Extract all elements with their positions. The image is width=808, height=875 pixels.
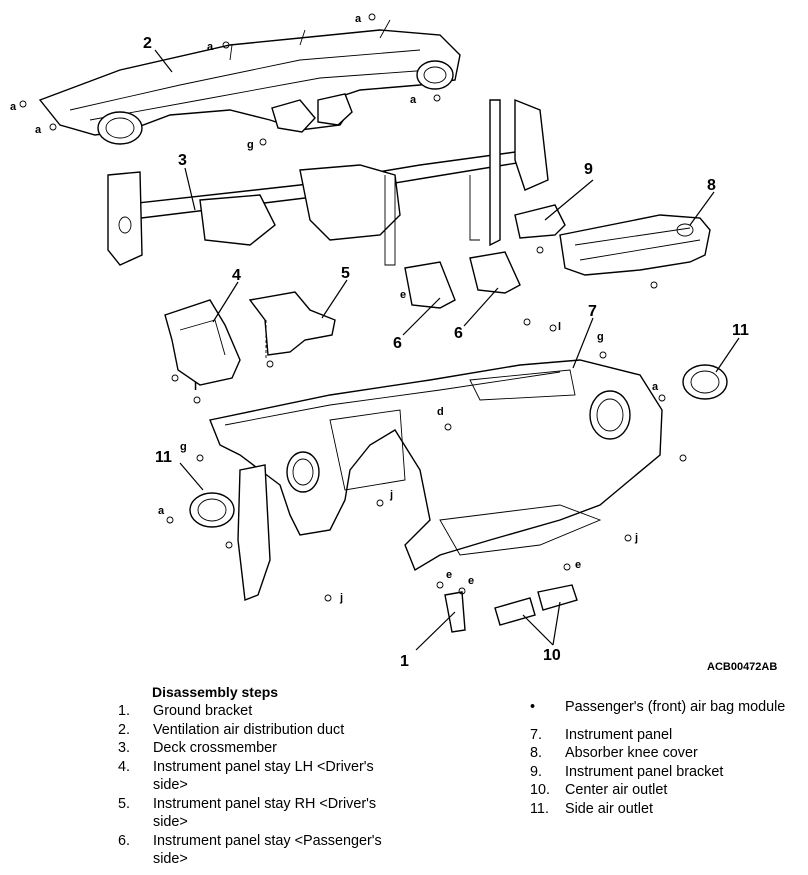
step-text: Center air outlet	[565, 782, 668, 798]
step-text: Instrument panel	[565, 726, 673, 743]
instrument-panel-stay-lh-part	[164, 299, 241, 386]
list-item: 2. Ventilation air distribution duct	[118, 721, 393, 740]
fastener-label: g	[180, 441, 187, 453]
list-item: 1. Ground bracket	[118, 702, 393, 721]
step-number: 7.	[530, 726, 543, 743]
callout-labels: 2 3 9 8 4 5 6 6 7 11 11 1 10	[143, 35, 749, 670]
fastener-label: a	[158, 505, 165, 517]
instrument-panel-stay-passenger-part	[404, 251, 521, 309]
callout-label: 9	[584, 161, 593, 178]
absorber-knee-cover-part	[559, 214, 711, 276]
step-text: Instrument panel stay <Passenger's side>	[153, 832, 382, 868]
list-item: 11. Side air outlet	[530, 800, 785, 819]
fastener-label: j	[634, 532, 638, 544]
screw-icons	[19, 13, 687, 602]
deck-crossmember-part	[107, 98, 549, 266]
fastener-label: g	[247, 139, 254, 151]
step-number: 6.	[118, 832, 131, 849]
side-air-outlet-part	[189, 364, 728, 528]
fastener-label: e	[400, 289, 406, 301]
center-air-outlet-part	[494, 584, 578, 626]
step-number: 5.	[118, 795, 131, 812]
fastener-label: d	[437, 406, 444, 418]
callout-label: 8	[707, 177, 716, 194]
step-text: Instrument panel stay LH <Driver's side>	[153, 758, 374, 794]
callout-label: 10	[543, 647, 561, 664]
ventilation-duct-part	[38, 19, 461, 145]
instrument-panel-part	[209, 359, 663, 601]
list-item: 8. Absorber knee cover	[530, 744, 785, 763]
callout-label: 7	[588, 303, 597, 320]
step-text: Absorber knee cover	[565, 745, 698, 761]
fastener-label: l	[558, 321, 561, 333]
fastener-label: e	[468, 575, 474, 587]
leader-lines	[154, 49, 740, 651]
fastener-label: e	[575, 559, 581, 571]
callout-label: 4	[232, 267, 241, 284]
step-number: 9.	[530, 763, 543, 780]
callout-label: 3	[178, 152, 187, 169]
legend-title: Disassembly steps	[152, 684, 279, 700]
step-text: Deck crossmember	[153, 740, 277, 756]
list-item: 4. Instrument panel stay LH <Driver's sid…	[118, 758, 393, 795]
fastener-labels: a a a a a a a g g g d e e e e l l j j j	[10, 13, 659, 604]
step-number: 11.	[530, 800, 549, 817]
steps-list-left: 1. Ground bracket 2. Ventilation air distr…	[118, 702, 393, 869]
list-item: 5. Instrument panel stay RH <Driver's sid…	[118, 795, 393, 832]
step-number: 8.	[530, 745, 543, 761]
step-text: Instrument panel stay RH <Driver's side>	[153, 795, 377, 831]
bullet-text: Passenger's (front) air bag module	[565, 699, 786, 715]
fastener-label: g	[597, 331, 604, 343]
callout-label: 11	[155, 449, 172, 466]
bullet-icon: •	[530, 699, 536, 715]
callout-label: 1	[400, 653, 409, 670]
steps-list-right: • Passenger's (front) air bag module 7. In…	[530, 698, 785, 818]
step-text: Side air outlet	[565, 800, 653, 817]
fastener-label: a	[35, 124, 42, 136]
callout-label: 6	[454, 325, 463, 342]
step-text: Ground bracket	[153, 703, 253, 719]
bullet-item: • Passenger's (front) air bag module	[530, 698, 785, 717]
fastener-label: l	[194, 381, 197, 393]
fastener-label: j	[339, 592, 343, 604]
list-item: 9. Instrument panel bracket	[530, 763, 785, 782]
fastener-label: a	[652, 381, 659, 393]
fastener-label: e	[446, 569, 452, 581]
list-item: 10. Center air outlet	[530, 781, 785, 800]
fastener-label: a	[410, 94, 417, 106]
step-number: 10.	[530, 782, 551, 798]
step-number: 4.	[118, 758, 131, 775]
list-item: 3. Deck crossmember	[118, 739, 393, 758]
callout-label: 6	[393, 335, 402, 352]
diagram-code: ACB00472AB	[707, 661, 777, 673]
callout-label: 2	[143, 35, 152, 52]
fastener-label: a	[10, 101, 17, 113]
step-number: 2.	[118, 721, 131, 738]
callout-label: 5	[341, 265, 350, 282]
step-text: Instrument panel bracket	[565, 763, 724, 780]
fastener-label: a	[207, 41, 214, 53]
instrument-panel-stay-rh-part	[248, 291, 336, 360]
step-text: Ventilation air distribution duct	[153, 721, 345, 738]
fastener-label: a	[355, 13, 362, 25]
list-item: 6. Instrument panel stay <Passenger's sid…	[118, 832, 393, 869]
callout-label: 11	[732, 322, 749, 339]
list-item: 7. Instrument panel	[530, 726, 785, 745]
step-number: 1.	[118, 703, 131, 719]
exploded-view-diagram: 2 3 9 8 4 5 6 6 7 11 11 1 10 a a a a a a…	[10, 13, 777, 673]
fastener-label: j	[389, 489, 393, 501]
step-number: 3.	[118, 740, 131, 756]
